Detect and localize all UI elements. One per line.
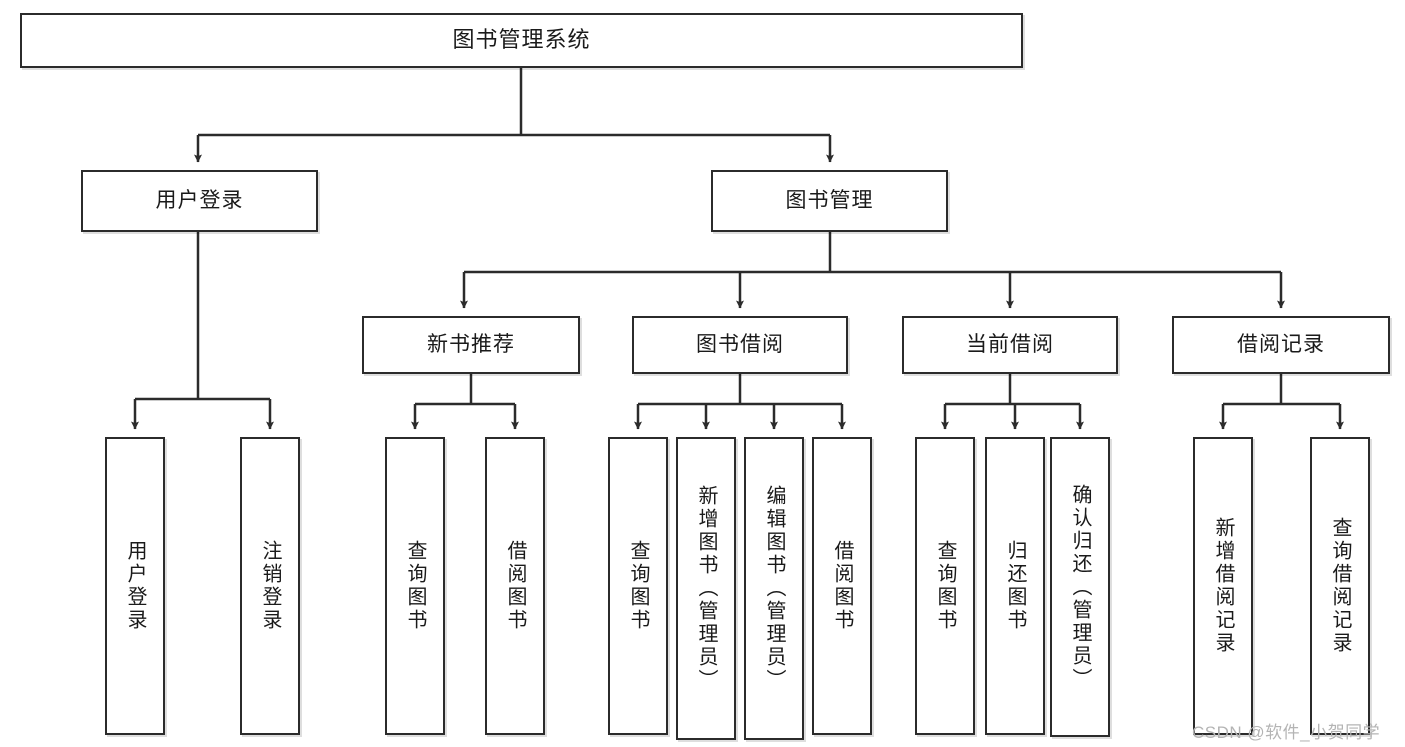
node-leaf-query-book-2-label: 查询图书 bbox=[627, 540, 649, 632]
node-leaf-logout[interactable]: 注销登录 bbox=[240, 437, 300, 735]
node-leaf-logout-label: 注销登录 bbox=[259, 540, 281, 632]
node-leaf-confirm-return[interactable]: 确认归还（管理员） bbox=[1050, 437, 1110, 737]
node-leaf-user-login[interactable]: 用户登录 bbox=[105, 437, 165, 735]
node-new-book-rec-label: 新书推荐 bbox=[427, 333, 515, 357]
node-leaf-edit-book[interactable]: 编辑图书（管理员） bbox=[744, 437, 804, 740]
node-leaf-borrow-book-1[interactable]: 借阅图书 bbox=[485, 437, 545, 735]
node-root-label: 图书管理系统 bbox=[452, 27, 591, 53]
node-leaf-borrow-book-1-label: 借阅图书 bbox=[504, 540, 526, 632]
node-book-manage-label: 图书管理 bbox=[785, 189, 874, 213]
node-leaf-query-book-1-label: 查询图书 bbox=[404, 540, 426, 632]
node-leaf-add-record[interactable]: 新增借阅记录 bbox=[1193, 437, 1253, 735]
node-user-login-label: 用户登录 bbox=[155, 189, 244, 213]
node-leaf-query-book-3-label: 查询图书 bbox=[934, 540, 956, 632]
node-leaf-user-login-label: 用户登录 bbox=[124, 540, 146, 632]
node-leaf-query-book-2[interactable]: 查询图书 bbox=[608, 437, 668, 735]
node-borrow-record-label: 借阅记录 bbox=[1237, 333, 1325, 357]
node-current-borrow[interactable]: 当前借阅 bbox=[902, 316, 1118, 374]
node-leaf-borrow-book-2[interactable]: 借阅图书 bbox=[812, 437, 872, 735]
node-book-manage[interactable]: 图书管理 bbox=[711, 170, 948, 232]
node-leaf-query-book-1[interactable]: 查询图书 bbox=[385, 437, 445, 735]
node-root[interactable]: 图书管理系统 bbox=[20, 13, 1023, 68]
node-leaf-edit-book-label: 编辑图书（管理员） bbox=[763, 485, 785, 692]
node-leaf-return-book[interactable]: 归还图书 bbox=[985, 437, 1045, 735]
node-leaf-borrow-book-2-label: 借阅图书 bbox=[831, 540, 853, 632]
node-user-login[interactable]: 用户登录 bbox=[81, 170, 318, 232]
node-leaf-confirm-return-label: 确认归还（管理员） bbox=[1069, 483, 1091, 691]
node-current-borrow-label: 当前借阅 bbox=[966, 333, 1054, 357]
node-borrow-record[interactable]: 借阅记录 bbox=[1172, 316, 1390, 374]
node-book-borrow[interactable]: 图书借阅 bbox=[632, 316, 848, 374]
node-leaf-query-record[interactable]: 查询借阅记录 bbox=[1310, 437, 1370, 735]
node-leaf-add-book-label: 新增图书（管理员） bbox=[695, 485, 717, 692]
node-new-book-rec[interactable]: 新书推荐 bbox=[362, 316, 580, 374]
node-leaf-return-book-label: 归还图书 bbox=[1004, 540, 1026, 632]
node-leaf-query-book-3[interactable]: 查询图书 bbox=[915, 437, 975, 735]
node-leaf-add-book[interactable]: 新增图书（管理员） bbox=[676, 437, 736, 740]
node-book-borrow-label: 图书借阅 bbox=[696, 333, 784, 357]
node-leaf-add-record-label: 新增借阅记录 bbox=[1212, 517, 1234, 655]
node-leaf-query-record-label: 查询借阅记录 bbox=[1329, 517, 1351, 655]
